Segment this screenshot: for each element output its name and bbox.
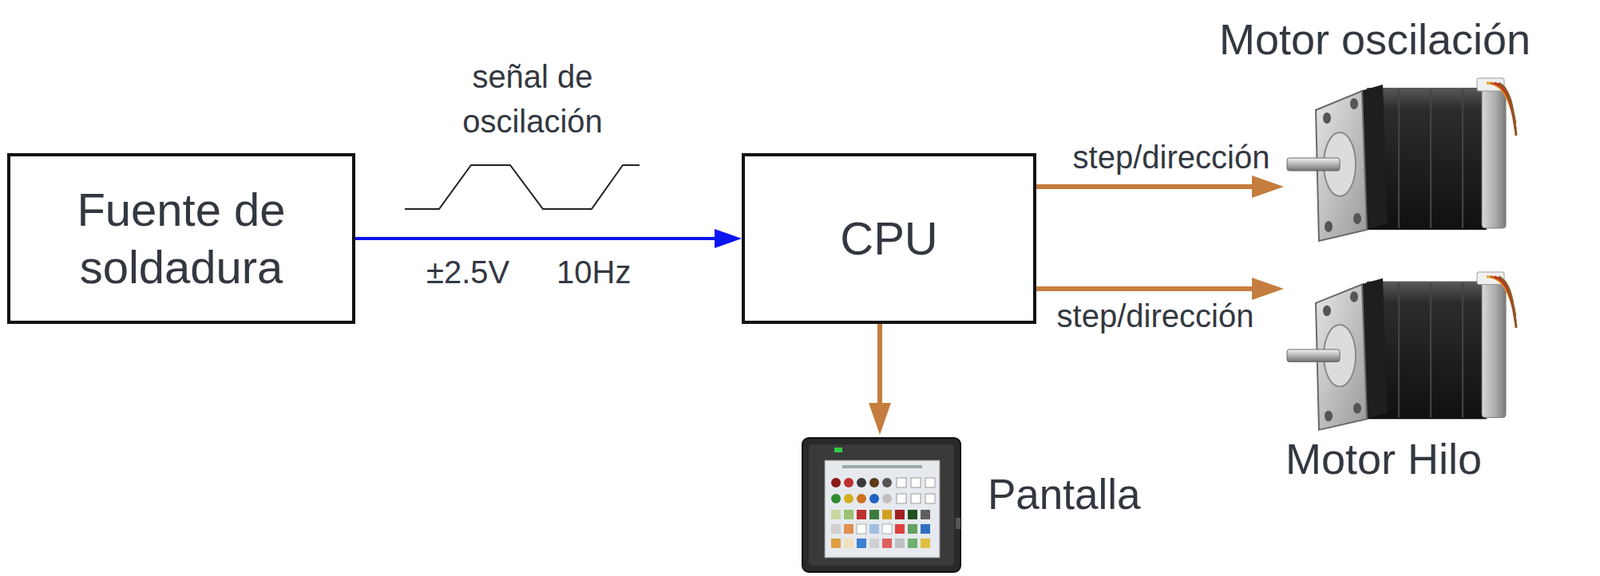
- arrow-line: [1036, 286, 1256, 292]
- arrow-head: [868, 403, 892, 436]
- arrow-head: [714, 229, 742, 249]
- signal-arrow: [1036, 175, 1284, 199]
- stepper-motor: Motor oscilación: [1283, 76, 1516, 246]
- signal-arrow: [868, 324, 892, 436]
- stepper-motor-drawing: [1287, 78, 1517, 242]
- signal-arrow: [1036, 277, 1284, 301]
- edge-label: step/dirección: [1047, 138, 1296, 177]
- box-label: CPU: [839, 209, 938, 269]
- part-name: Motor oscilación: [1219, 13, 1531, 66]
- process-box: CPU: [741, 153, 1037, 325]
- arrow-line: [1036, 184, 1256, 190]
- process-box: Fuente de soldadura: [7, 153, 356, 325]
- signal-spec: 10Hz: [556, 253, 631, 292]
- touch-screen-drawing: [802, 438, 961, 573]
- touch-screen: Pantalla: [800, 435, 963, 575]
- edge-label: step/dirección: [1031, 297, 1280, 336]
- signal-arrow: [355, 229, 742, 249]
- part-name: Pantalla: [987, 469, 1141, 521]
- edge-label: señal de oscilación: [436, 54, 629, 144]
- arrow-head: [1251, 175, 1284, 199]
- box-label: Fuente de soldadura: [26, 181, 337, 298]
- stepper-motor-drawing: [1287, 272, 1517, 431]
- stepper-motor: Motor Hilo: [1283, 270, 1516, 434]
- part-name: Motor Hilo: [1285, 433, 1482, 486]
- signal-spec: ±2.5V: [426, 253, 510, 292]
- arrow-head: [1251, 277, 1284, 301]
- oscillation-waveform: [404, 165, 640, 210]
- arrow-line: [355, 237, 717, 241]
- arrow-line: [877, 324, 883, 407]
